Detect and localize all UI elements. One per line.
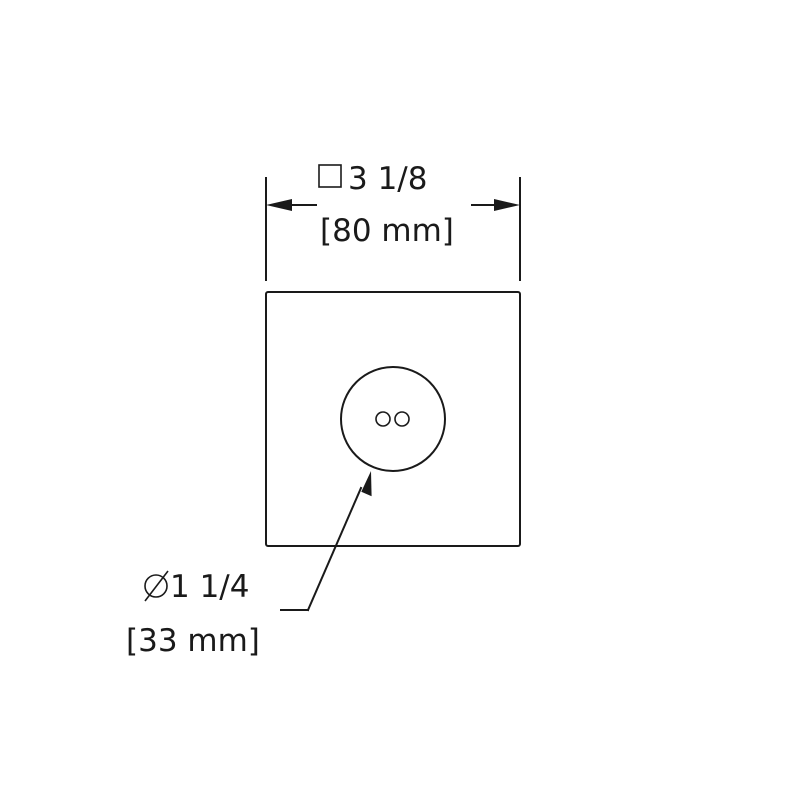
round-button-outline [340,366,446,472]
button-hole-left [375,411,391,427]
diameter-leader-arrowhead [361,471,372,497]
square-symbol-icon [318,164,342,188]
diameter-symbol-slash [144,570,169,602]
diameter-value-imperial: 1 1/4 [170,569,249,605]
square-plate-outline [265,291,521,547]
width-arrowhead-left [266,199,292,211]
width-value-imperial: 3 1/8 [348,161,427,197]
diameter-value-metric: [33 mm] [126,623,260,659]
diameter-leader-diagonal [306,486,363,612]
width-value-metric: [80 mm] [320,213,454,249]
width-arrowhead-right [494,199,520,211]
diameter-symbol-icon [144,574,168,598]
button-hole-right [394,411,410,427]
